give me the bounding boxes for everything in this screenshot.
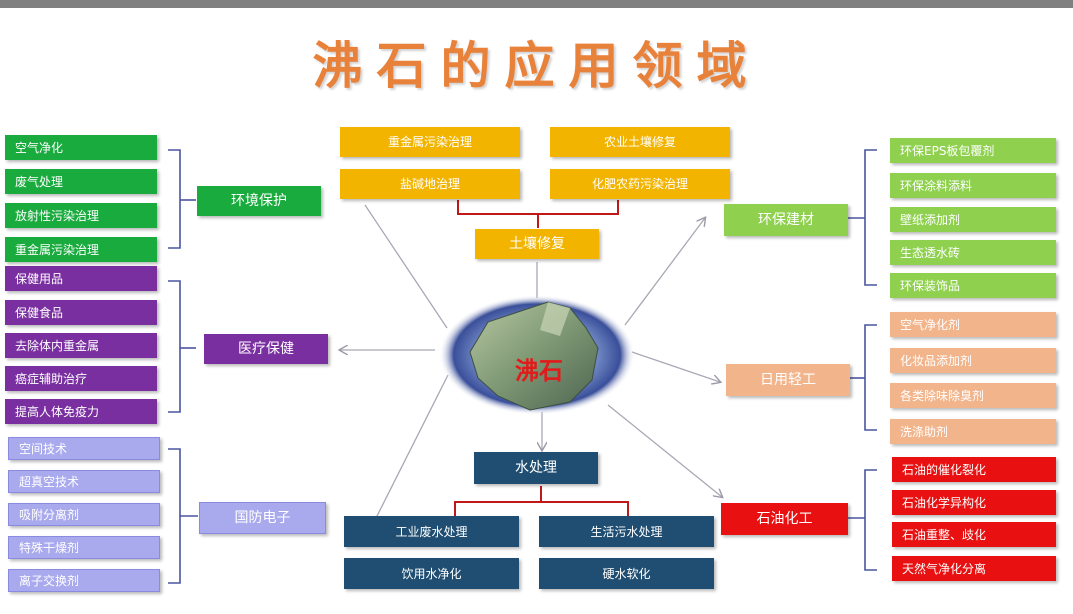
water-hub: 水处理 <box>474 452 598 484</box>
build-item-5: 环保装饰品 <box>890 273 1056 298</box>
def-item-3: 吸附分离剂 <box>8 503 160 526</box>
med-item-1: 保健用品 <box>5 266 157 291</box>
def-item-5: 离子交换剂 <box>8 569 160 592</box>
soil-item-3: 盐碱地治理 <box>340 169 520 199</box>
water-item-1: 工业废水处理 <box>344 516 519 547</box>
build-item-4: 生态透水砖 <box>890 240 1056 265</box>
build-item-2: 环保涂料添料 <box>890 173 1056 198</box>
daily-item-1: 空气净化剂 <box>890 312 1056 337</box>
med-item-5: 提高人体免疫力 <box>5 399 157 424</box>
med-hub: 医疗保健 <box>204 334 328 364</box>
soil-item-4: 化肥农药污染治理 <box>550 169 730 199</box>
env-item-3: 放射性污染治理 <box>5 203 157 228</box>
env-hub: 环境保护 <box>197 186 321 216</box>
top-border <box>0 0 1073 8</box>
daily-item-2: 化妆品添加剂 <box>890 348 1056 373</box>
petro-item-1: 石油的催化裂化 <box>892 457 1056 482</box>
water-item-3: 饮用水净化 <box>344 558 519 589</box>
petro-item-2: 石油化学异构化 <box>892 490 1056 515</box>
def-item-4: 特殊干燥剂 <box>8 536 160 559</box>
env-item-1: 空气净化 <box>5 135 157 160</box>
build-hub: 环保建材 <box>724 204 848 236</box>
page-title: 沸石的应用领域 <box>312 37 761 95</box>
center-label: 沸石 <box>515 357 563 385</box>
petro-item-3: 石油重整、歧化 <box>892 522 1056 547</box>
build-item-3: 壁纸添加剂 <box>890 207 1056 232</box>
daily-hub: 日用轻工 <box>726 364 850 396</box>
petro-item-4: 天然气净化分离 <box>892 556 1056 581</box>
build-item-1: 环保EPS板包覆剂 <box>890 138 1056 163</box>
med-item-2: 保健食品 <box>5 300 157 325</box>
soil-item-2: 农业土壤修复 <box>550 127 730 157</box>
def-hub: 国防电子 <box>199 502 326 534</box>
env-item-2: 废气处理 <box>5 169 157 194</box>
soil-item-1: 重金属污染治理 <box>340 127 520 157</box>
water-item-2: 生活污水处理 <box>539 516 714 547</box>
med-item-3: 去除体内重金属 <box>5 333 157 358</box>
def-item-1: 空间技术 <box>8 437 160 460</box>
water-item-4: 硬水软化 <box>539 558 714 589</box>
def-item-2: 超真空技术 <box>8 470 160 493</box>
zeolite-stone-image <box>439 295 635 415</box>
soil-hub: 土壤修复 <box>475 229 599 259</box>
daily-item-4: 洗涤助剂 <box>890 419 1056 444</box>
daily-item-3: 各类除味除臭剂 <box>890 383 1056 408</box>
med-item-4: 癌症辅助治疗 <box>5 366 157 391</box>
env-item-4: 重金属污染治理 <box>5 237 157 262</box>
petro-hub: 石油化工 <box>721 503 848 535</box>
